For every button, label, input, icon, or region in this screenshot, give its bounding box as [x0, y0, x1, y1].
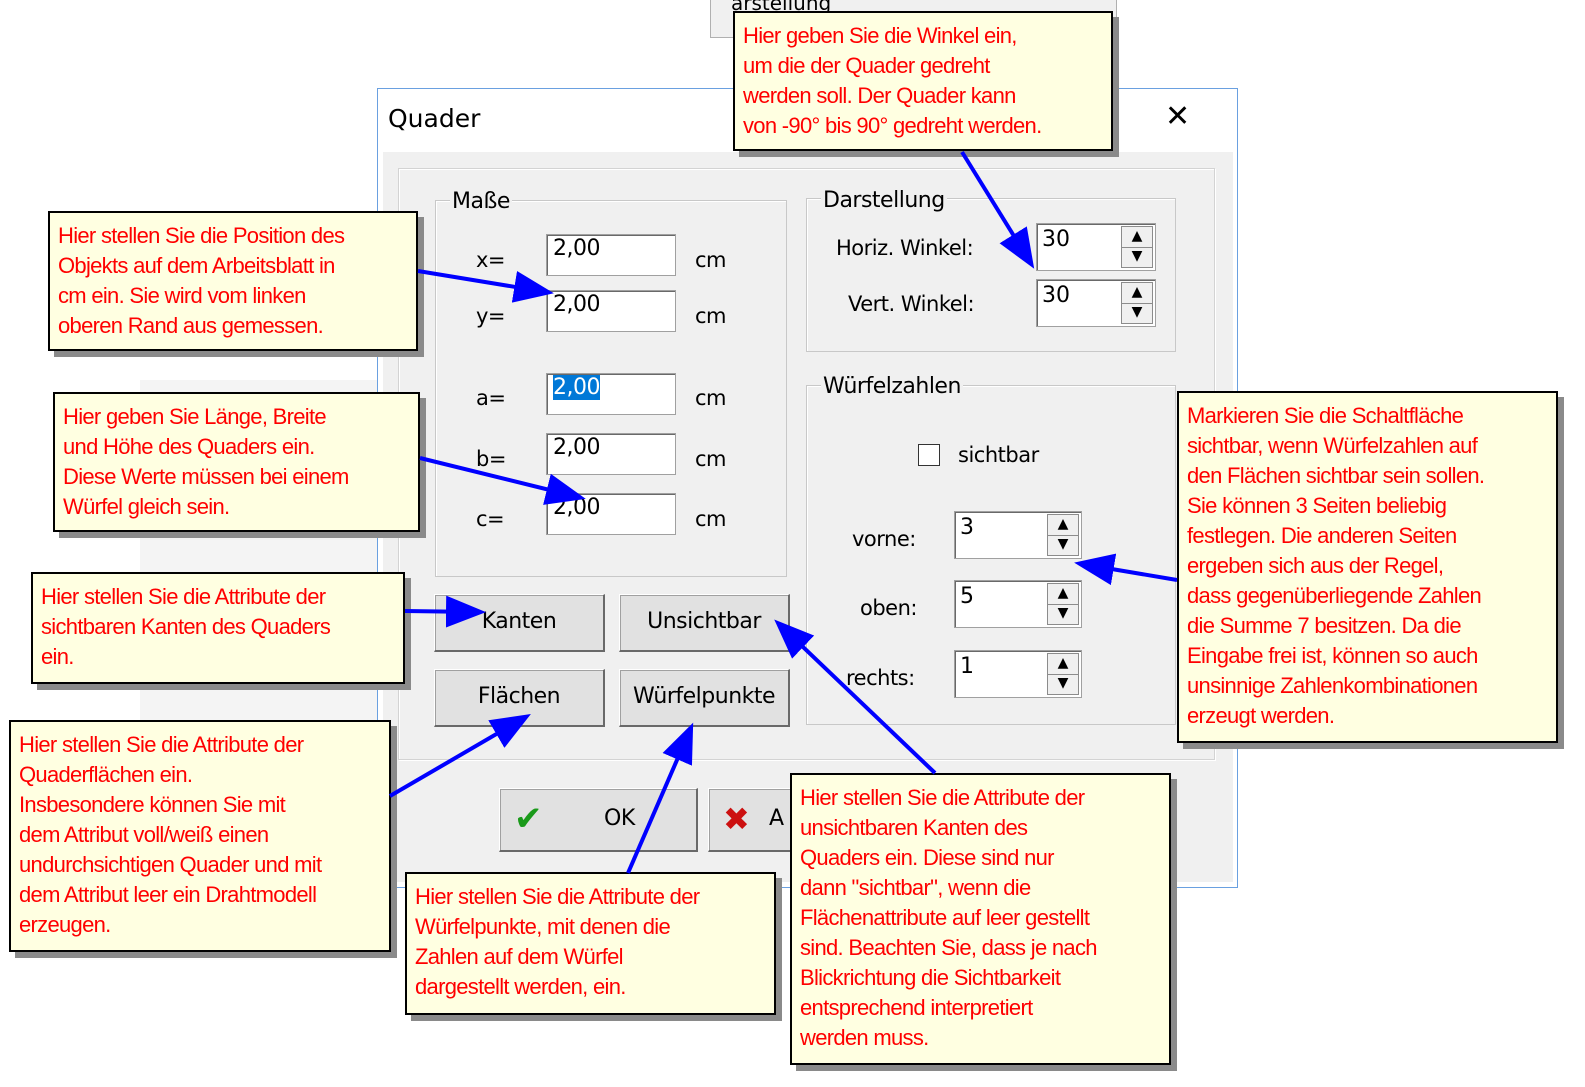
- wuerfelzahlen-group: [806, 385, 1176, 725]
- darstellung-legend: Darstellung: [821, 188, 947, 213]
- spin-up-icon[interactable]: ▲: [1048, 515, 1078, 536]
- c-label: c=: [476, 507, 505, 531]
- note-kanten: Hier stellen Sie die Attribute der sicht…: [31, 572, 405, 684]
- oben-spinner[interactable]: 5 ▲ ▼: [954, 580, 1082, 628]
- vorne-value: 3: [960, 515, 974, 540]
- x-value: 2,00: [553, 236, 600, 261]
- a-field[interactable]: 2,00: [546, 373, 676, 415]
- note-wuerfelpunkte: Hier stellen Sie die Attribute der Würfe…: [405, 872, 776, 1015]
- y-field[interactable]: 2,00: [546, 290, 676, 332]
- horiz-winkel-spin-buttons[interactable]: ▲ ▼: [1121, 226, 1153, 268]
- spin-up-icon[interactable]: ▲: [1122, 227, 1152, 248]
- masse-legend: Maße: [450, 189, 512, 214]
- vert-winkel-spinner[interactable]: 30 ▲ ▼: [1036, 279, 1156, 327]
- unsichtbar-button[interactable]: Unsichtbar: [619, 594, 790, 652]
- spin-down-icon[interactable]: ▼: [1057, 675, 1069, 691]
- spin-down-icon[interactable]: ▼: [1131, 304, 1143, 320]
- b-unit: cm: [695, 447, 727, 471]
- b-field[interactable]: 2,00: [546, 433, 676, 475]
- c-value: 2,00: [553, 495, 600, 520]
- y-unit: cm: [695, 304, 727, 328]
- vorne-spinner[interactable]: 3 ▲ ▼: [954, 511, 1082, 559]
- darstellung-group: [806, 198, 1176, 352]
- flaechen-button[interactable]: Flächen: [434, 669, 605, 727]
- a-value-selected: 2,00: [553, 375, 600, 400]
- spin-down-icon[interactable]: ▼: [1057, 536, 1069, 552]
- horiz-winkel-spinner[interactable]: 30 ▲ ▼: [1036, 223, 1156, 271]
- a-unit: cm: [695, 386, 727, 410]
- checkmark-icon: ✔: [514, 799, 543, 839]
- b-value: 2,00: [553, 435, 600, 460]
- spin-up-icon[interactable]: ▲: [1048, 654, 1078, 675]
- dialog-title: Quader: [388, 104, 481, 133]
- wuerfelzahlen-legend: Würfelzahlen: [821, 374, 963, 399]
- sichtbar-label[interactable]: sichtbar: [958, 443, 1039, 467]
- note-masse: Hier geben Sie Länge, Breite und Höhe de…: [53, 392, 420, 532]
- oben-spin-buttons[interactable]: ▲ ▼: [1047, 583, 1079, 625]
- y-value: 2,00: [553, 292, 600, 317]
- ok-button[interactable]: ✔ OK: [499, 788, 698, 852]
- ok-label: OK: [604, 806, 635, 831]
- spin-down-icon[interactable]: ▼: [1057, 605, 1069, 621]
- cancel-x-icon: ✖: [723, 800, 750, 838]
- rechts-spin-buttons[interactable]: ▲ ▼: [1047, 653, 1079, 695]
- rechts-spinner[interactable]: 1 ▲ ▼: [954, 650, 1082, 698]
- sichtbar-checkbox[interactable]: [918, 444, 940, 466]
- oben-value: 5: [960, 584, 974, 609]
- abbrechen-button[interactable]: ✖ A: [708, 788, 794, 852]
- spin-up-icon[interactable]: ▲: [1048, 584, 1078, 605]
- rechts-label: rechts:: [846, 666, 915, 690]
- vert-winkel-label: Vert. Winkel:: [848, 292, 975, 316]
- rechts-value: 1: [960, 654, 974, 679]
- x-label: x=: [476, 248, 506, 272]
- kanten-button[interactable]: Kanten: [434, 594, 605, 652]
- close-icon[interactable]: ✕: [1165, 99, 1191, 134]
- c-unit: cm: [695, 507, 727, 531]
- y-label: y=: [476, 304, 506, 328]
- horiz-winkel-label: Horiz. Winkel:: [836, 236, 974, 260]
- note-winkel: Hier geben Sie die Winkel ein, um die de…: [733, 11, 1113, 151]
- oben-label: oben:: [860, 596, 917, 620]
- note-flaechen: Hier stellen Sie die Attribute der Quade…: [9, 720, 391, 952]
- horiz-winkel-value: 30: [1042, 227, 1070, 252]
- note-wuerfelzahlen: Markieren Sie die Schaltfläche sichtbar,…: [1177, 391, 1558, 743]
- note-unsichtbar: Hier stellen Sie die Attribute der unsic…: [790, 773, 1171, 1065]
- x-field[interactable]: 2,00: [546, 234, 676, 276]
- b-label: b=: [476, 447, 506, 471]
- abbrechen-label-fragment: A: [769, 806, 784, 831]
- a-label: a=: [476, 386, 506, 410]
- x-unit: cm: [695, 248, 727, 272]
- wuerfelpunkte-button[interactable]: Würfelpunkte: [619, 669, 790, 727]
- vert-winkel-spin-buttons[interactable]: ▲ ▼: [1121, 282, 1153, 324]
- spin-up-icon[interactable]: ▲: [1122, 283, 1152, 304]
- vert-winkel-value: 30: [1042, 283, 1070, 308]
- c-field[interactable]: 2,00: [546, 493, 676, 535]
- spin-down-icon[interactable]: ▼: [1131, 248, 1143, 264]
- vorne-spin-buttons[interactable]: ▲ ▼: [1047, 514, 1079, 556]
- masse-group: [435, 200, 787, 577]
- vorne-label: vorne:: [852, 527, 916, 551]
- note-position: Hier stellen Sie die Position des Objekt…: [48, 211, 418, 351]
